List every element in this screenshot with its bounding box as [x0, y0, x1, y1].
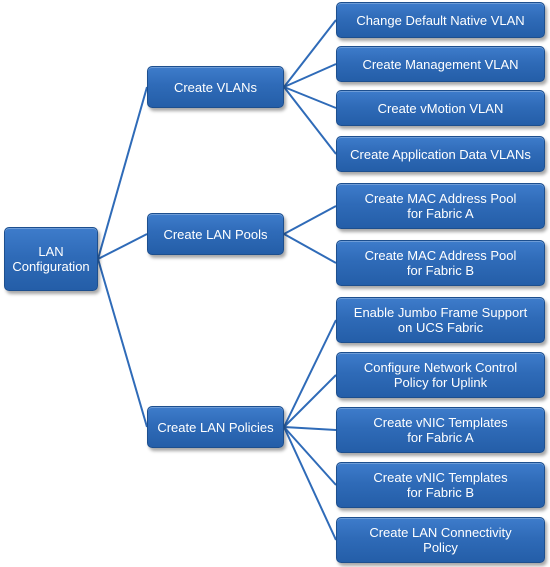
connector-line-branch-0-to-leaf-3	[283, 86, 337, 155]
leaf-node-mac-pool-fabric-a: Create MAC Address Pool for Fabric A	[336, 183, 545, 229]
leaf-node-lan-connectivity-policy: Create LAN Connectivity Policy	[336, 517, 545, 563]
connector-line-root-to-branch-1	[97, 233, 148, 260]
leaf-node-vnic-templates-fabric-b: Create vNIC Templates for Fabric B	[336, 462, 545, 508]
connector-line-branch-2-to-leaf-1	[283, 374, 337, 428]
leaf-node-network-control-policy: Configure Network Control Policy for Upl…	[336, 352, 545, 398]
connector-line-branch-2-to-leaf-2	[283, 426, 337, 431]
leaf-node-jumbo-frame-support: Enable Jumbo Frame Support on UCS Fabric	[336, 297, 545, 343]
leaf-node-create-vmotion-vlan: Create vMotion VLAN	[336, 90, 545, 126]
branch-node-create-vlans: Create VLANs	[147, 66, 284, 108]
connector-line-branch-0-to-leaf-2	[283, 86, 337, 109]
connector-line-branch-1-to-leaf-1	[283, 233, 337, 264]
leaf-node-create-application-data-vlans: Create Application Data VLANs	[336, 136, 545, 172]
connector-line-root-to-branch-0	[97, 86, 148, 260]
branch-node-create-lan-pools: Create LAN Pools	[147, 213, 284, 255]
connector-line-branch-0-to-leaf-0	[283, 19, 337, 88]
branch-node-create-lan-policies: Create LAN Policies	[147, 406, 284, 448]
connector-line-root-to-branch-2	[97, 258, 148, 428]
connector-line-branch-2-to-leaf-3	[283, 426, 337, 486]
leaf-node-mac-pool-fabric-b: Create MAC Address Pool for Fabric B	[336, 240, 545, 286]
connector-line-branch-0-to-leaf-1	[283, 63, 337, 88]
root-node-lan-configuration: LAN Configuration	[4, 227, 98, 291]
connector-line-branch-2-to-leaf-4	[283, 426, 337, 541]
connector-line-branch-2-to-leaf-0	[283, 319, 337, 428]
leaf-node-vnic-templates-fabric-a: Create vNIC Templates for Fabric A	[336, 407, 545, 453]
connector-line-branch-1-to-leaf-0	[283, 205, 337, 235]
leaf-node-create-management-vlan: Create Management VLAN	[336, 46, 545, 82]
leaf-node-change-default-native-vlan: Change Default Native VLAN	[336, 2, 545, 38]
